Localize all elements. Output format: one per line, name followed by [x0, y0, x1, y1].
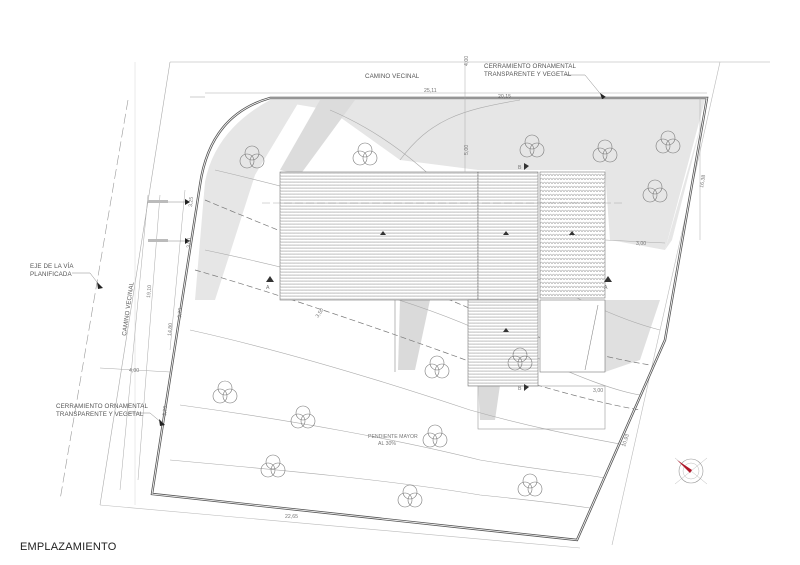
dim-3-00-right-lower: 3,00 — [593, 388, 603, 394]
dim-3-00-right: 3,00 — [636, 241, 646, 247]
label-pendiente-2: AL 30% — [378, 441, 396, 447]
dim-3-00: 3,00 — [186, 237, 193, 248]
dim-10-93: 10,93 — [621, 433, 631, 447]
section-marks: A A B B — [262, 163, 625, 392]
dim-19-10: 19,10 — [146, 285, 153, 299]
label-pendiente-1: PENDIENTE MAYOR — [368, 434, 418, 440]
road-axis-dashed — [59, 99, 129, 501]
label-eje-via-1: EJE DE LA VÍA — [30, 263, 74, 270]
north-arrow-icon — [674, 457, 708, 485]
dim-25-11: 25,11 — [424, 88, 437, 94]
label-camino-vecinal-top: CAMINO VECINAL — [365, 73, 420, 80]
dim-22-65: 22,65 — [285, 514, 298, 520]
dim-4-00-road: 4,00 — [464, 56, 470, 66]
dim-5-00: 5,00 — [464, 145, 470, 155]
section-a-left: A — [266, 285, 270, 291]
roof-middle — [477, 171, 539, 301]
dim-20-15: 20,15 — [498, 94, 511, 100]
roof-lower — [467, 299, 539, 387]
drawing-title: EMPLAZAMIENTO — [20, 541, 117, 553]
label-eje-via-2: PLANIFICADA — [30, 271, 72, 278]
dim-3-73: 3,73 — [177, 307, 184, 318]
dim-3-50: 3,50 — [315, 307, 326, 319]
building-roofs — [279, 171, 606, 430]
dim-3-73b: 3,73 — [162, 405, 169, 416]
roof-main — [279, 171, 479, 301]
label-cerramiento-top-2: TRANSPARENTE Y VEGETAL — [484, 71, 572, 78]
dimension-lines — [99, 62, 707, 491]
dim-4-00-left: 4,00 — [129, 368, 139, 374]
section-b-top: B — [518, 165, 522, 171]
label-camino-vecinal-left: CAMINO VECINAL — [121, 281, 136, 336]
trees — [212, 130, 681, 508]
road-lines — [99, 61, 770, 549]
section-b-bottom: B — [518, 386, 522, 392]
open-room — [539, 299, 606, 373]
label-cerramiento-left-1: CERRAMIENTO ORNAMENTAL — [56, 403, 149, 410]
dim-14-80: 14,80 — [167, 323, 174, 337]
gray-zones — [195, 100, 705, 420]
leader-lines — [72, 74, 604, 424]
leader-arrowheads — [97, 93, 606, 426]
tiny-callouts — [148, 200, 168, 242]
label-cerramiento-left-2: TRANSPARENTE Y VEGETAL — [56, 411, 144, 418]
roof-level-markers — [380, 231, 575, 332]
dim-16-38: 16,38 — [699, 174, 707, 188]
label-cerramiento-top-1: CERRAMIENTO ORNAMENTAL — [484, 63, 577, 70]
dim-3-25: 3,25 — [188, 196, 195, 207]
section-a-right: A — [604, 285, 608, 291]
